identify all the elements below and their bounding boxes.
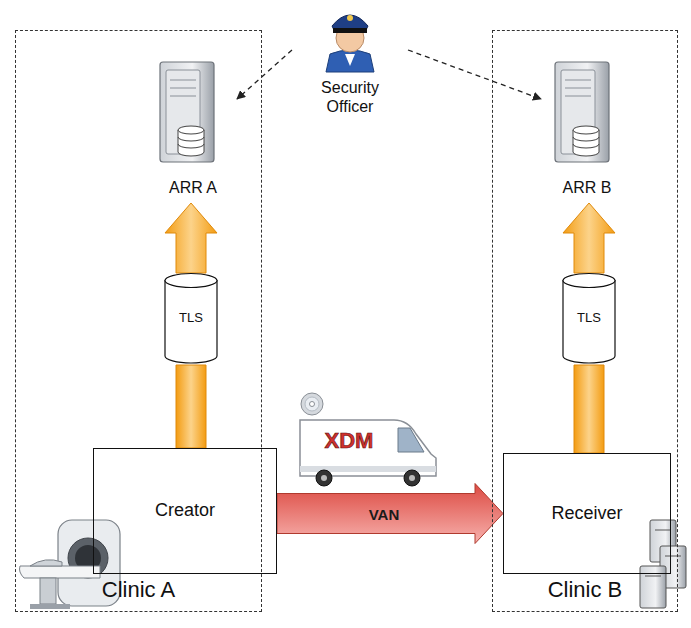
clinic-region: Clinic A ARR A TLS Creator — [15, 30, 262, 612]
server-node: ARR A — [149, 59, 237, 201]
node-text: ARR A — [169, 178, 217, 197]
server-stack — [640, 520, 686, 608]
cylinder-top — [563, 274, 615, 288]
dashed-arrow — [237, 50, 292, 99]
node-text: ARR B — [563, 178, 612, 197]
server-icon — [160, 62, 214, 162]
log-arrow — [176, 365, 206, 448]
van-illustration — [300, 393, 436, 486]
node-text: TLS — [179, 310, 203, 326]
node-text: Security Officer — [302, 78, 398, 116]
log-arrow — [563, 203, 615, 273]
van-logo: XDM — [325, 428, 374, 454]
tls-cylinder: TLS — [562, 273, 616, 363]
node-text: Receiver — [551, 503, 622, 525]
officer-node: Security Officer — [292, 0, 408, 120]
node-text: TLS — [577, 310, 601, 326]
clinic-region: Clinic B ARR B TLS Receiver — [492, 30, 678, 612]
log-arrow — [574, 365, 604, 453]
node-text: Clinic B — [548, 577, 623, 603]
dashed-arrow — [408, 50, 541, 99]
server-icon — [555, 62, 609, 162]
cylinder-top — [165, 274, 217, 288]
node-text: Creator — [155, 500, 215, 522]
node-text: Clinic A — [102, 577, 175, 603]
cylinder-body — [563, 280, 615, 363]
process-box: Creator — [93, 448, 277, 574]
server-node: ARR B — [541, 59, 633, 201]
tls-cylinder: TLS — [164, 273, 218, 363]
cylinder-body — [165, 280, 217, 363]
log-arrow — [165, 203, 217, 273]
edge-label: VAN — [369, 505, 400, 522]
officer-icon — [326, 15, 374, 72]
transport-arrow — [277, 484, 503, 544]
process-box: Receiver — [503, 453, 671, 574]
